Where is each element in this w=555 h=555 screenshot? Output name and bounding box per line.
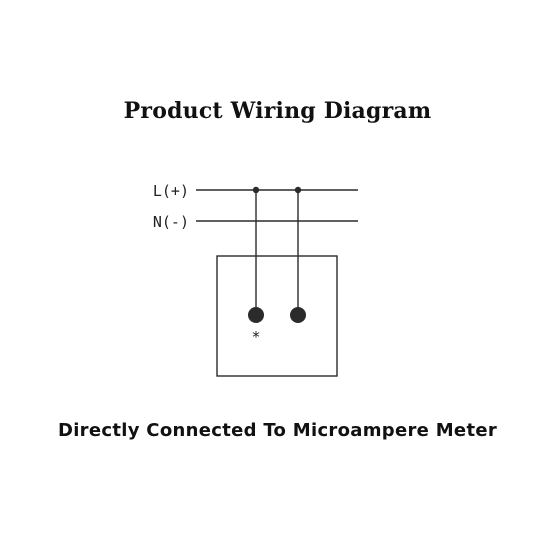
junction-dot-left [252, 186, 260, 194]
terminal-marker: * [252, 328, 260, 346]
terminal-left [248, 307, 264, 323]
live-wire-label: L(+) [153, 182, 189, 200]
terminal-right [290, 307, 306, 323]
diagram-caption: Directly Connected To Microampere Meter [57, 420, 498, 441]
neutral-wire-label: N(-) [153, 213, 189, 231]
device-box [216, 255, 338, 377]
diagram-title: Product Wiring Diagram [123, 98, 432, 124]
junction-dot-right [294, 186, 302, 194]
